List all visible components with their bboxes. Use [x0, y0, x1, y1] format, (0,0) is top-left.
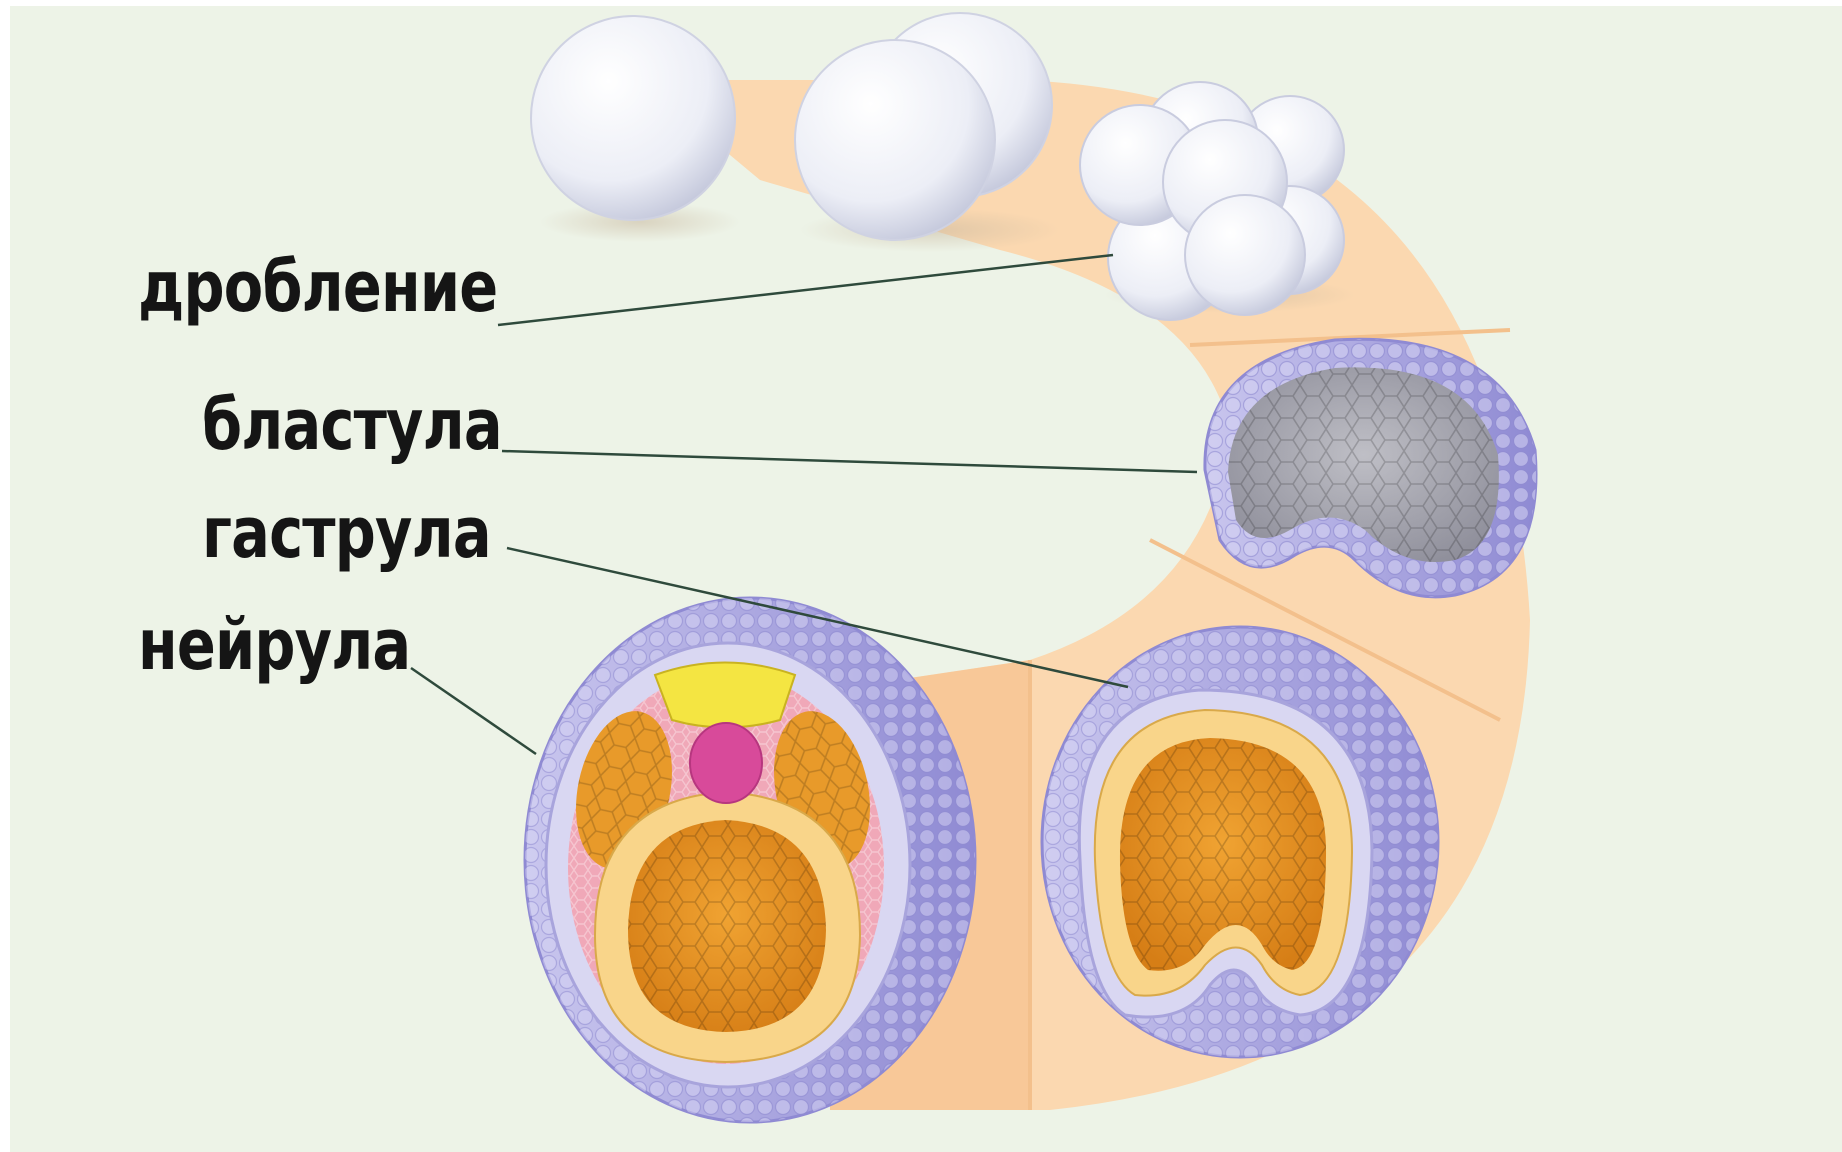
label-cleavage: дробление: [138, 252, 497, 322]
label-blastula: бластула: [202, 390, 502, 460]
eight-cell-illustration: [1080, 82, 1355, 320]
leader-line-cleavage: [498, 255, 1113, 325]
leader-line-blastula: [502, 451, 1197, 472]
gastrula-illustration: [1042, 627, 1438, 1057]
neurula-illustration: [525, 598, 975, 1122]
leader-line-neurula: [411, 668, 536, 754]
label-neurula: нейрула: [138, 610, 410, 680]
two-cell-illustration: [795, 13, 1060, 252]
zygote-illustration: [531, 16, 740, 242]
label-gastrula: гаструла: [202, 498, 491, 568]
blastula-illustration: [1205, 339, 1536, 597]
